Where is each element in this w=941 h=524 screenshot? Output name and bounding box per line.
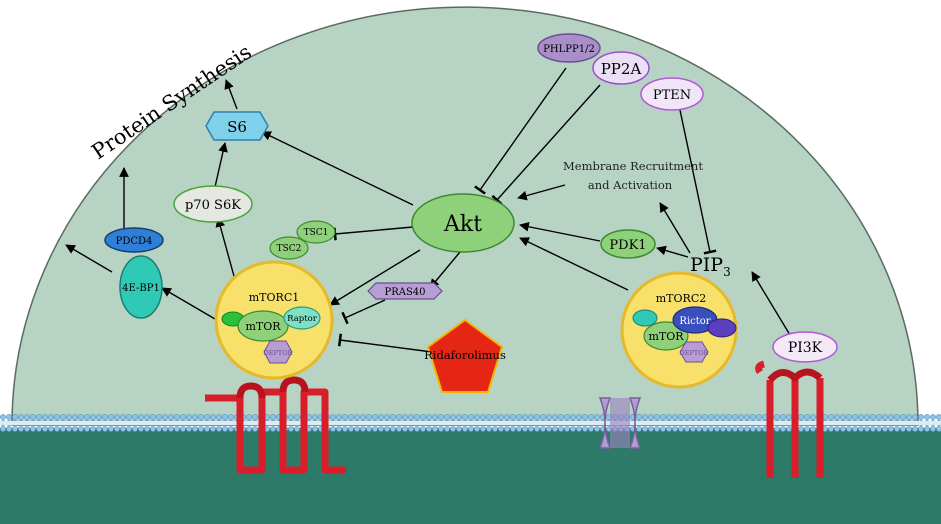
- phlpp-label: PHLPP1/2: [543, 44, 595, 55]
- node-s6: S6: [205, 111, 269, 141]
- pip3-label: PIP3: [690, 254, 731, 279]
- node-tsc1: TSC1: [296, 220, 336, 244]
- mtorc1-deptor-label: DEPTOR: [264, 349, 294, 357]
- ridaforolimus-label: Ridaforolimus: [424, 348, 506, 362]
- mtorc2-rictor-label: Rictor: [679, 316, 710, 327]
- s6-label: S6: [227, 118, 247, 136]
- node-pdcd4: PDCD4: [104, 227, 164, 253]
- mtorc2-deptor-label: DEPTOR: [680, 349, 710, 357]
- pdcd4-label: PDCD4: [116, 236, 153, 247]
- drug-ridaforolimus: Ridaforolimus: [424, 318, 506, 393]
- annotation-line2: and Activation: [588, 178, 673, 192]
- node-p70s6k: p70 S6K: [173, 185, 253, 223]
- plasma-membrane: [0, 414, 941, 432]
- pten-label: PTEN: [653, 88, 691, 103]
- node-pdk1: PDK1: [600, 229, 656, 259]
- mtorc1-mtor-label: mTOR: [245, 320, 281, 333]
- node-akt: Akt: [411, 193, 515, 253]
- node-4ebp1: 4E-BP1: [119, 255, 163, 319]
- mtorc2-mtor-label: mTOR: [648, 330, 684, 343]
- tsc2-label: TSC2: [277, 244, 302, 254]
- pdk1-label: PDK1: [609, 238, 646, 253]
- annotation-line1: Membrane Recruitment: [563, 159, 703, 173]
- edges: [65, 67, 791, 353]
- p70s6k-label: p70 S6K: [185, 198, 241, 213]
- tsc1-label: TSC1: [304, 228, 329, 238]
- node-pras40: PRAS40: [367, 282, 443, 300]
- complex-mtorc2: mTORC2 mTOR Rictor DEPTOR: [620, 271, 738, 389]
- node-phlpp: PHLPP1/2: [537, 33, 601, 63]
- membrane-channel: [598, 397, 642, 449]
- node-pp2a: PP2A: [592, 51, 650, 85]
- akt-label: Akt: [443, 212, 482, 237]
- pras40-label: PRAS40: [384, 287, 425, 298]
- complex-mtorc1: mTORC1 mTOR Raptor DEPTOR: [214, 260, 334, 380]
- extracellular-region: [0, 428, 941, 524]
- mtorc1-raptor-label: Raptor: [287, 314, 318, 324]
- mtorc2-label: mTORC2: [656, 292, 706, 305]
- node-pi3k: PI3K: [772, 331, 838, 363]
- mtorc1-label: mTORC1: [249, 291, 299, 304]
- pp2a-label: PP2A: [601, 60, 642, 78]
- node-tsc2: TSC2: [269, 236, 309, 260]
- receptor-left: [205, 376, 346, 474]
- pi3k-label: PI3K: [788, 340, 823, 356]
- receptor-right: [755, 360, 824, 478]
- 4ebp1-label: 4E-BP1: [122, 283, 160, 294]
- node-pten: PTEN: [640, 77, 704, 111]
